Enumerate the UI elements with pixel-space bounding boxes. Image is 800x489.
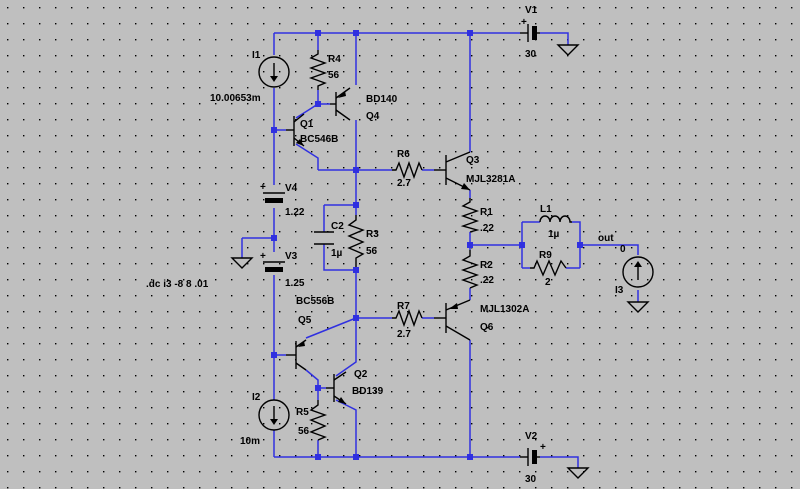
v2-plus: + (540, 442, 546, 453)
q6-name: Q6 (480, 322, 494, 333)
r3-name: R3 (366, 229, 379, 240)
v3-name: V3 (285, 251, 298, 262)
ground-icon (230, 257, 254, 269)
inductor-l1[interactable] (539, 215, 572, 223)
v4-plus: + (260, 182, 266, 193)
resistor-r4[interactable] (308, 50, 328, 90)
q2-model: BD139 (352, 386, 384, 397)
q4-model: BD140 (366, 94, 398, 105)
voltage-source-v3[interactable]: + (260, 251, 285, 272)
c2-name: C2 (331, 221, 344, 232)
capacitor-c2[interactable] (314, 231, 334, 245)
resistor-r9[interactable] (530, 259, 567, 277)
resistor-r3[interactable] (347, 215, 365, 268)
resistor-r1[interactable] (460, 198, 480, 233)
resistor-r2[interactable] (460, 250, 480, 289)
r3-value: 56 (366, 246, 378, 257)
current-source-i3[interactable] (622, 256, 654, 288)
current-source-i2[interactable] (258, 399, 290, 431)
i2-value: 10m (240, 436, 260, 447)
transistor-q4[interactable] (330, 87, 351, 121)
ground-icon (556, 44, 580, 56)
ground-icon (626, 301, 650, 313)
r4-value: 56 (328, 70, 340, 81)
dc-directive[interactable]: .dc i3 -8 8 .01 (146, 279, 209, 290)
q1-model: BC546B (300, 134, 338, 145)
v1-value: 30 (525, 49, 537, 60)
transistor-q6[interactable] (434, 299, 471, 341)
resistor-r6[interactable] (392, 160, 423, 180)
i2-name: I2 (252, 392, 261, 403)
current-source-i1[interactable] (258, 56, 290, 88)
resistor-r7[interactable] (392, 308, 423, 328)
q1-name: Q1 (300, 119, 314, 130)
voltage-source-v4[interactable]: + (260, 182, 285, 203)
v4-name: V4 (285, 183, 298, 194)
junction-dots (271, 30, 583, 460)
r7-name: R7 (397, 301, 410, 312)
r5-value: 56 (298, 426, 310, 437)
v1-name: V1 (525, 5, 538, 16)
r2-value: .22 (480, 275, 494, 286)
v1-plus: + (521, 17, 527, 28)
l1-value: 1µ (548, 229, 560, 240)
dc-value-label: 0 (620, 244, 626, 255)
i3-name: I3 (615, 285, 624, 296)
transistor-q5[interactable] (286, 339, 307, 371)
voltage-source-v1[interactable]: + (520, 17, 540, 42)
r5-name: R5 (296, 407, 309, 418)
i1-value: 10.00653m (210, 93, 261, 104)
r4-name: R4 (328, 54, 341, 65)
q2-name: Q2 (354, 369, 368, 380)
r9-value: 2 (545, 277, 551, 288)
l1-name: L1 (540, 204, 552, 215)
v4-value: 1.22 (285, 207, 305, 218)
r9-name: R9 (539, 250, 552, 261)
q6-model: MJL1302A (480, 304, 529, 315)
net-label-out: out (598, 233, 614, 244)
r1-value: .22 (480, 223, 494, 234)
q4-name: Q4 (366, 111, 380, 122)
transistor-q3[interactable] (434, 151, 471, 191)
ground-icon (566, 467, 590, 479)
q5-model: BC556B (296, 296, 334, 307)
q3-model: MJL3281A (466, 174, 515, 185)
r2-name: R2 (480, 260, 493, 271)
q3-name: Q3 (466, 155, 480, 166)
r1-name: R1 (480, 207, 493, 218)
r6-name: R6 (397, 149, 410, 160)
c2-value: 1µ (331, 248, 343, 259)
r6-value: 2.7 (397, 178, 411, 189)
voltage-source-v2[interactable]: + (520, 442, 546, 466)
v3-value: 1.25 (285, 278, 305, 289)
resistor-r5[interactable] (309, 400, 328, 441)
v2-name: V2 (525, 431, 538, 442)
r7-value: 2.7 (397, 329, 411, 340)
v3-plus: + (260, 251, 266, 262)
q5-name: Q5 (298, 315, 312, 326)
transistor-q1[interactable] (286, 113, 305, 147)
v2-value: 30 (525, 474, 537, 485)
i1-name: I1 (252, 50, 261, 61)
transistor-q2[interactable] (326, 371, 347, 405)
